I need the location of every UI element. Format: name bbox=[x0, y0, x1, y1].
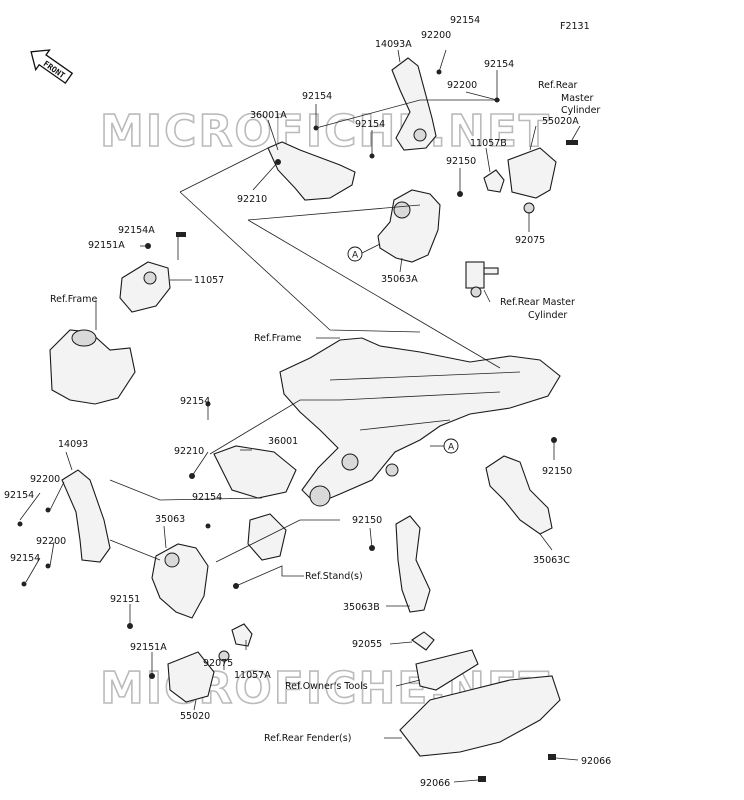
stand-bracket bbox=[247, 513, 287, 561]
label-92154: 92154 bbox=[10, 553, 40, 564]
cover-36001 bbox=[213, 445, 297, 499]
label-55020A: 55020A bbox=[542, 116, 579, 127]
label-92200: 92200 bbox=[447, 80, 477, 91]
grommet-92066-bottom bbox=[478, 776, 486, 782]
label-92210: 92210 bbox=[174, 446, 204, 457]
master-cylinder-mid-icon bbox=[465, 261, 499, 298]
label-14093A: 14093A bbox=[375, 39, 412, 50]
label-36001A: 36001A bbox=[250, 110, 287, 121]
label-92150: 92150 bbox=[352, 515, 382, 526]
leader-lines bbox=[19, 49, 581, 783]
label-ref-rear-fender: Ref.Rear Fender(s) bbox=[264, 733, 351, 744]
frame-head-left bbox=[49, 329, 136, 405]
label-92200: 92200 bbox=[421, 30, 451, 41]
label-36001: 36001 bbox=[268, 436, 298, 447]
label-11057B: 11057B bbox=[470, 138, 507, 149]
label-92055: 92055 bbox=[352, 639, 382, 650]
label-92066: 92066 bbox=[581, 756, 611, 767]
front-arrow-icon: FRONT bbox=[30, 49, 74, 85]
label-ref-frame: Ref.Frame bbox=[254, 333, 301, 344]
label-92200: 92200 bbox=[36, 536, 66, 547]
label-92075: 92075 bbox=[203, 658, 233, 669]
label-ref-rear-master: Ref.Rear Master bbox=[500, 297, 575, 308]
label-14093: 14093 bbox=[58, 439, 88, 450]
label-ref-master: Master bbox=[561, 93, 594, 104]
rear-fender bbox=[399, 675, 561, 757]
label-92154: 92154 bbox=[484, 59, 514, 70]
watermark-top: MICROFICHE.NET bbox=[100, 106, 551, 157]
figure-code: F2131 bbox=[560, 21, 590, 32]
callout-a-upper: A bbox=[347, 246, 363, 262]
guard-55020A bbox=[507, 147, 557, 199]
label-92200: 92200 bbox=[30, 474, 60, 485]
label-92154: 92154 bbox=[180, 396, 210, 407]
label-92154: 92154 bbox=[4, 490, 34, 501]
label-35063A: 35063A bbox=[381, 274, 418, 285]
guard-55020 bbox=[167, 651, 215, 703]
label-92210: 92210 bbox=[237, 194, 267, 205]
pedal-bracket-35063C bbox=[485, 455, 553, 535]
label-92154: 92154 bbox=[302, 91, 332, 102]
label-92075: 92075 bbox=[515, 235, 545, 246]
label-55020: 55020 bbox=[180, 711, 210, 722]
label-92154A: 92154A bbox=[118, 225, 155, 236]
label-92150: 92150 bbox=[542, 466, 572, 477]
label-92151: 92151 bbox=[110, 594, 140, 605]
label-35063B: 35063B bbox=[343, 602, 380, 613]
cover-36001A bbox=[267, 141, 356, 201]
svg-text:A: A bbox=[448, 443, 455, 453]
label-ref-frame: Ref.Frame bbox=[50, 294, 97, 305]
bracket-14093 bbox=[61, 469, 111, 563]
clip-92055 bbox=[411, 631, 435, 651]
spacer-11057B bbox=[483, 169, 505, 193]
callout-a-lower: A bbox=[443, 438, 459, 454]
label-ref-owners-tools: Ref.Owner's Tools bbox=[285, 681, 368, 692]
label-35063: 35063 bbox=[155, 514, 185, 525]
label-92151A: 92151A bbox=[130, 642, 167, 653]
pedal-bracket-35063 bbox=[151, 543, 209, 619]
main-frame bbox=[279, 337, 561, 507]
label-ref-cylinder: Cylinder bbox=[561, 105, 600, 116]
label-11057A: 11057A bbox=[234, 670, 271, 681]
owners-tools-pouch bbox=[415, 649, 479, 691]
grommet-92066-right bbox=[548, 754, 556, 760]
label-92150: 92150 bbox=[446, 156, 476, 167]
pedal-bracket-35063B bbox=[395, 515, 431, 613]
label-35063C: 35063C bbox=[533, 555, 570, 566]
label-ref-stand: Ref.Stand(s) bbox=[305, 571, 363, 582]
label-92066: 92066 bbox=[420, 778, 450, 789]
label-92154: 92154 bbox=[192, 492, 222, 503]
label-ref-rear: Ref.Rear bbox=[538, 80, 578, 91]
collar-92075-upper bbox=[523, 202, 535, 214]
label-92154: 92154 bbox=[450, 15, 480, 26]
bracket-11057 bbox=[119, 261, 171, 313]
spacer-11057A bbox=[231, 623, 253, 647]
svg-text:A: A bbox=[352, 251, 359, 261]
label-92154: 92154 bbox=[355, 119, 385, 130]
bracket-14093A bbox=[391, 57, 437, 151]
label-ref-cylinder: Cylinder bbox=[528, 310, 567, 321]
label-92151A: 92151A bbox=[88, 240, 125, 251]
pedal-bracket-35063A bbox=[377, 189, 441, 263]
label-11057: 11057 bbox=[194, 275, 224, 286]
